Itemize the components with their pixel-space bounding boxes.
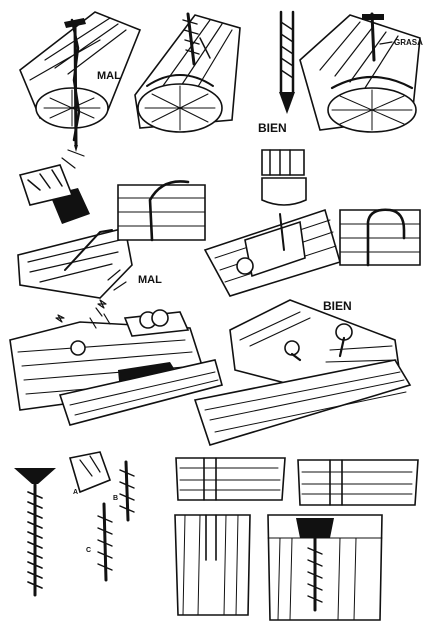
label-mal-middle: MAL bbox=[138, 274, 162, 286]
label-grasa: GRASA bbox=[394, 38, 423, 47]
panel-clean-wood: BIEN bbox=[195, 299, 410, 445]
panel-hammer-guide bbox=[205, 150, 420, 296]
label-mal-top: MAL bbox=[97, 70, 121, 82]
panel-split-log: MAL bbox=[20, 12, 140, 152]
marker-c: C bbox=[86, 547, 91, 554]
panel-grease-log: GRASA bbox=[300, 14, 423, 132]
marker-a: A bbox=[73, 489, 78, 496]
panel-drill-log bbox=[135, 14, 240, 132]
marker-b: B bbox=[113, 495, 118, 502]
panel-nail-point: BIEN bbox=[258, 12, 295, 135]
panel-split-wood bbox=[10, 300, 222, 425]
label-bien-middle: BIEN bbox=[323, 299, 352, 313]
label-bien-top: BIEN bbox=[258, 121, 287, 135]
panel-screws: A B C bbox=[14, 452, 134, 595]
panel-hammer-bad: MAL bbox=[18, 150, 205, 298]
panel-joints bbox=[175, 458, 418, 620]
